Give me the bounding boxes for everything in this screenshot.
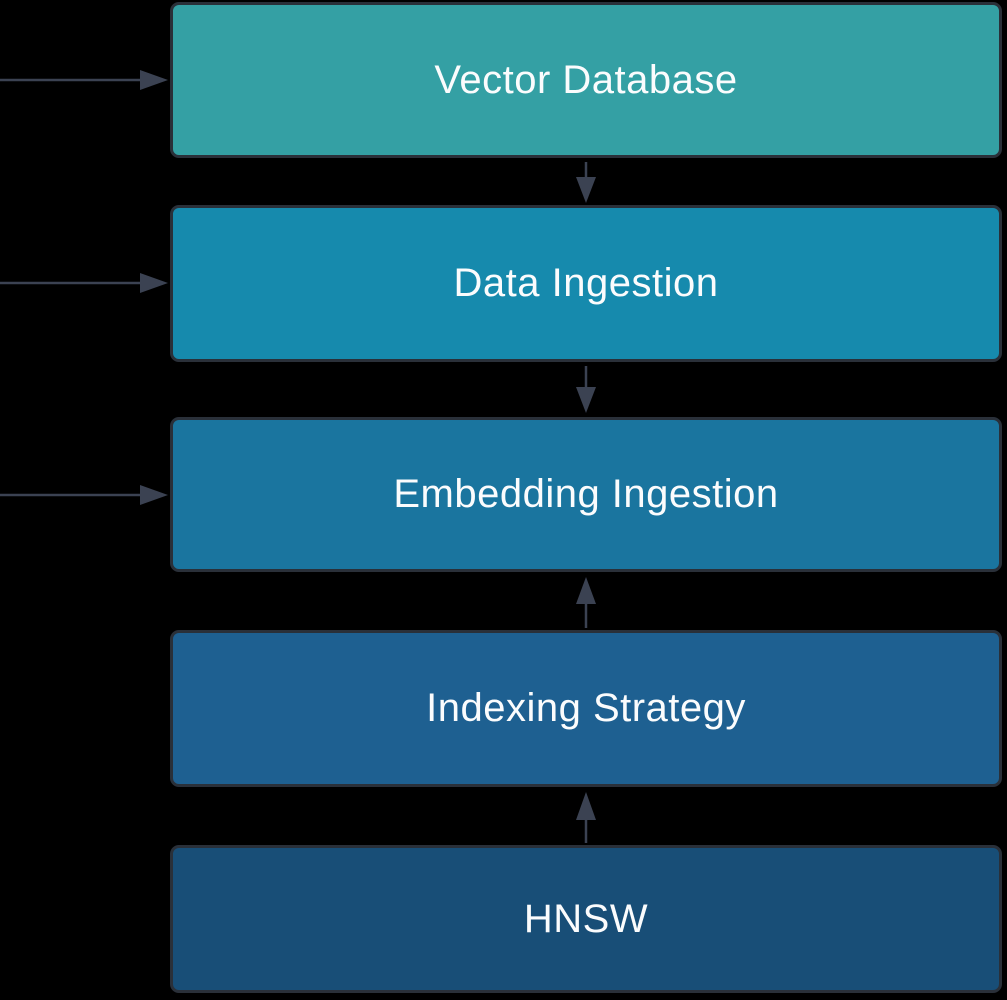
edge-indexing-strategy-to-embedding-ingestion: [576, 577, 596, 628]
arrowhead-down-icon: [576, 177, 596, 203]
arrowhead-right-icon: [140, 273, 168, 293]
node-label: Embedding Ingestion: [393, 472, 779, 516]
arrowhead-right-icon: [140, 485, 168, 505]
edge-left-to-vector-database: [0, 70, 168, 90]
edge-data-ingestion-to-embedding-ingestion: [576, 366, 596, 413]
node-data-ingestion[interactable]: Data Ingestion: [170, 205, 1002, 362]
node-label: Vector Database: [434, 57, 738, 102]
node-label: HNSW: [523, 896, 649, 941]
node-vector-database[interactable]: Vector Database: [170, 2, 1002, 158]
edge-vector-database-to-data-ingestion: [576, 162, 596, 203]
edge-hnsw-to-indexing-strategy: [576, 792, 596, 843]
arrowhead-right-icon: [140, 70, 168, 90]
arrowhead-up-icon: [576, 577, 596, 604]
node-embedding-ingestion[interactable]: Embedding Ingestion: [170, 417, 1002, 572]
edge-left-to-data-ingestion: [0, 273, 168, 293]
node-label: Indexing Strategy: [426, 686, 746, 730]
node-label: Data Ingestion: [453, 261, 719, 305]
node-hnsw[interactable]: HNSW: [170, 845, 1002, 993]
arrowhead-down-icon: [576, 387, 596, 413]
arrowhead-up-icon: [576, 792, 596, 820]
edge-left-to-embedding-ingestion: [0, 485, 168, 505]
node-indexing-strategy[interactable]: Indexing Strategy: [170, 630, 1002, 787]
